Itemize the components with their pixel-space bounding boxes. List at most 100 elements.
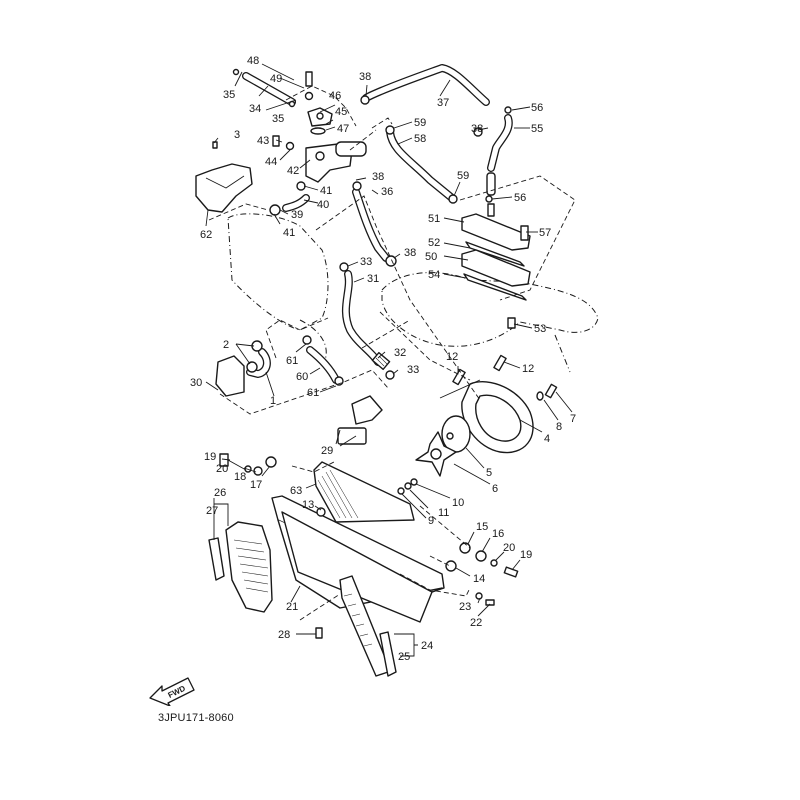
- washer-11: [404, 482, 412, 490]
- callout-38-b: 38: [471, 123, 483, 135]
- callout-47: 47: [337, 123, 349, 135]
- callout-54: 54: [428, 269, 440, 281]
- radiator-core-63: [313, 461, 415, 523]
- callout-57: 57: [539, 227, 551, 239]
- callout-4: 4: [544, 433, 550, 445]
- callout-11: 11: [438, 507, 449, 519]
- callout-41-b: 41: [320, 185, 332, 197]
- callout-38-a: 38: [359, 71, 371, 83]
- catalog-code: 3JPU171-8060: [158, 712, 234, 724]
- callout-51: 51: [428, 213, 440, 225]
- clamp-2-b: [246, 361, 258, 373]
- washer-8: [536, 391, 544, 401]
- callout-59-a: 59: [414, 117, 426, 129]
- clamp-61-a: [302, 335, 312, 345]
- callout-labels: 48 49 35 34 35 46 45 47 38 37 56 55 38 5…: [190, 55, 576, 663]
- thermo-switch-29: [335, 395, 383, 445]
- hose-31: [342, 270, 382, 366]
- hose-60: [306, 346, 340, 384]
- callout-56-a: 56: [531, 102, 543, 114]
- callout-14: 14: [473, 573, 485, 585]
- bolt-48: [305, 71, 313, 87]
- clamps: [246, 95, 512, 386]
- grommet-17: [265, 456, 277, 468]
- callout-60: 60: [296, 371, 308, 383]
- callout-58: 58: [414, 133, 426, 145]
- callout-46: 46: [329, 90, 341, 102]
- callout-12-a: 12: [446, 351, 458, 363]
- callout-27: 27: [206, 505, 218, 517]
- callout-12-b: 12: [522, 363, 534, 375]
- callout-13: 13: [302, 499, 314, 511]
- callout-1: 1: [270, 395, 276, 407]
- callout-59-b: 59: [457, 170, 469, 182]
- callout-17: 17: [250, 479, 262, 491]
- bracket-62: [195, 163, 253, 213]
- side-cover-26: [225, 521, 273, 613]
- callout-32: 32: [394, 347, 406, 359]
- leader-lines: [205, 63, 573, 657]
- washer-10: [410, 478, 418, 486]
- hose-34: [242, 72, 296, 106]
- clamp-33-b: [385, 370, 395, 380]
- callout-33-b: 33: [407, 364, 419, 376]
- bolt-53: [507, 317, 516, 329]
- callout-24: 24: [421, 640, 433, 652]
- ghost-line-a: [299, 319, 327, 361]
- clamp-59-b: [448, 194, 458, 204]
- bolt-28: [315, 627, 323, 639]
- callout-44: 44: [265, 156, 277, 168]
- hose-58: [386, 128, 456, 202]
- callout-38-d: 38: [404, 247, 416, 259]
- callout-40: 40: [317, 199, 329, 211]
- callout-19-a: 19: [204, 451, 216, 463]
- clip-35-a: [232, 68, 240, 76]
- callout-63: 63: [290, 485, 302, 497]
- gasket-52: [465, 241, 525, 267]
- callout-38-c: 38: [372, 171, 384, 183]
- washer-23: [475, 592, 483, 600]
- clamp-38-a: [360, 95, 370, 105]
- callout-7: 7: [570, 413, 576, 425]
- thermostat-housing-42: [305, 141, 367, 183]
- pin-3: [212, 141, 218, 149]
- callout-39: 39: [291, 209, 303, 221]
- bracket-30: [215, 355, 245, 397]
- callout-45: 45: [335, 106, 347, 118]
- collar-18: [253, 466, 263, 476]
- bolt-7: [544, 383, 558, 399]
- bolt-12-b: [493, 354, 507, 372]
- water-pump-cover-51: [461, 203, 531, 251]
- fan-blade-6: [415, 431, 457, 477]
- washer-44: [285, 141, 295, 151]
- callout-6: 6: [492, 483, 498, 495]
- callout-42: 42: [287, 165, 299, 177]
- callout-25: 25: [398, 651, 410, 663]
- callout-61-b: 61: [307, 387, 319, 399]
- collar-16: [475, 550, 487, 562]
- callout-53: 53: [534, 323, 546, 335]
- callout-19-b: 19: [520, 549, 532, 561]
- fan-shroud-4: [439, 379, 534, 454]
- bolt-19-b: [503, 566, 519, 578]
- emblem-25: [379, 631, 397, 677]
- clamp-41-a: [269, 204, 281, 216]
- hose-36: [352, 188, 390, 262]
- fuel-tank-ghost: [227, 213, 329, 331]
- plate-50: [461, 249, 531, 287]
- callout-61-a: 61: [286, 355, 298, 367]
- callout-31: 31: [367, 273, 379, 285]
- cover-nipple: [487, 203, 495, 217]
- gasket-54: [463, 273, 527, 301]
- callout-22: 22: [470, 617, 482, 629]
- callout-8: 8: [556, 421, 562, 433]
- bolt-22: [485, 599, 495, 606]
- callout-55: 55: [531, 123, 543, 135]
- callout-30: 30: [190, 377, 202, 389]
- callout-9: 9: [428, 515, 434, 527]
- assembly-lines: [208, 85, 576, 621]
- callout-36: 36: [381, 186, 393, 198]
- hose-55: [487, 114, 513, 172]
